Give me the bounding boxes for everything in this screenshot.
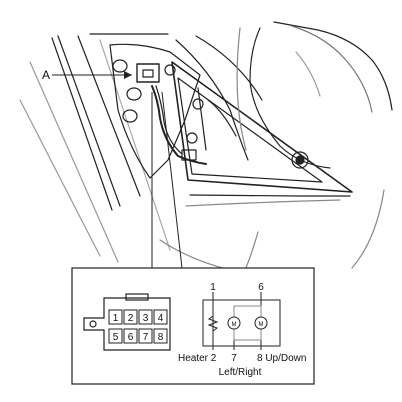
door-frame-line [51, 37, 113, 211]
connector-pins: 1 2 3 4 5 6 7 8 [108, 309, 168, 344]
door-bottom-line [185, 199, 341, 207]
motor-symbol-left: M [232, 322, 237, 328]
door-frame-line [19, 99, 101, 257]
pin-label: 4 [158, 313, 164, 324]
pin-label: 8 [158, 332, 164, 343]
left-right-motor [227, 316, 241, 330]
door-frame-line [57, 35, 121, 207]
pin-label: 2 [128, 313, 134, 324]
pin-7-label: 7 [231, 353, 237, 364]
pin-label: 5 [113, 332, 119, 343]
heater-resistor-symbol [207, 315, 219, 332]
schematic [202, 292, 281, 350]
pin-label: 1 [113, 313, 119, 324]
trim-clip [126, 87, 142, 101]
mount-bolt [291, 151, 309, 169]
body-contour [295, 51, 321, 97]
pin-cell [153, 328, 168, 344]
window-edge [175, 39, 249, 161]
door-illustration [19, 21, 393, 283]
pin-1-label: 1 [210, 282, 216, 293]
pin-cell [123, 309, 138, 325]
connector-a-latch [142, 69, 154, 78]
pin-label: 7 [143, 332, 149, 343]
mount-bolt-center [295, 155, 305, 165]
mirror-bracket-inner [177, 77, 323, 183]
trim-clip [122, 109, 138, 123]
connector-a [136, 63, 160, 83]
window-edge [195, 35, 263, 101]
connector-mount-hole [89, 320, 97, 328]
pin-label: 3 [143, 313, 149, 324]
connector-face [83, 293, 171, 351]
pin-cell [108, 328, 123, 344]
pin-6-label: 6 [258, 282, 264, 293]
pin-cell [138, 328, 153, 344]
pin-8-updown-label: 8 Up/Down [257, 353, 306, 364]
body-contour [291, 25, 373, 113]
door-trim-panel [109, 43, 201, 179]
panel-curve [159, 239, 231, 271]
connector-lock-tab [125, 293, 149, 301]
pin-cell [138, 309, 153, 325]
door-frame-line [29, 61, 119, 263]
wiring-harness [151, 85, 207, 165]
pin-cell [108, 309, 123, 325]
panel-curve [351, 189, 385, 269]
wiring-harness [155, 85, 183, 155]
trim-clip [112, 59, 128, 73]
heater-label: Heater 2 [178, 353, 217, 364]
harness-clip [181, 149, 197, 161]
detail-box [71, 267, 315, 385]
pin-cell [123, 328, 138, 344]
body-contour [273, 21, 393, 111]
left-right-label: Left/Right [219, 367, 262, 378]
trim-clip [186, 132, 198, 144]
connector-housing [83, 297, 171, 351]
callout-a-label: A [42, 68, 50, 82]
pin-cell [153, 309, 168, 325]
trim-clip [164, 64, 176, 76]
motor-symbol-right: M [259, 322, 264, 328]
pin-label: 6 [128, 332, 134, 343]
bracket-rib [207, 99, 237, 137]
callout-a-arrowhead [124, 71, 132, 79]
door-panel-edge [77, 35, 141, 197]
trim-clip [192, 98, 204, 110]
bracket-rib [197, 87, 207, 151]
mirror-bracket [171, 61, 353, 193]
schematic-box [202, 299, 281, 347]
up-down-motor [254, 316, 268, 330]
door-bottom-line [189, 194, 351, 197]
panel-curve [236, 27, 247, 151]
detail-leader-right [161, 91, 183, 269]
